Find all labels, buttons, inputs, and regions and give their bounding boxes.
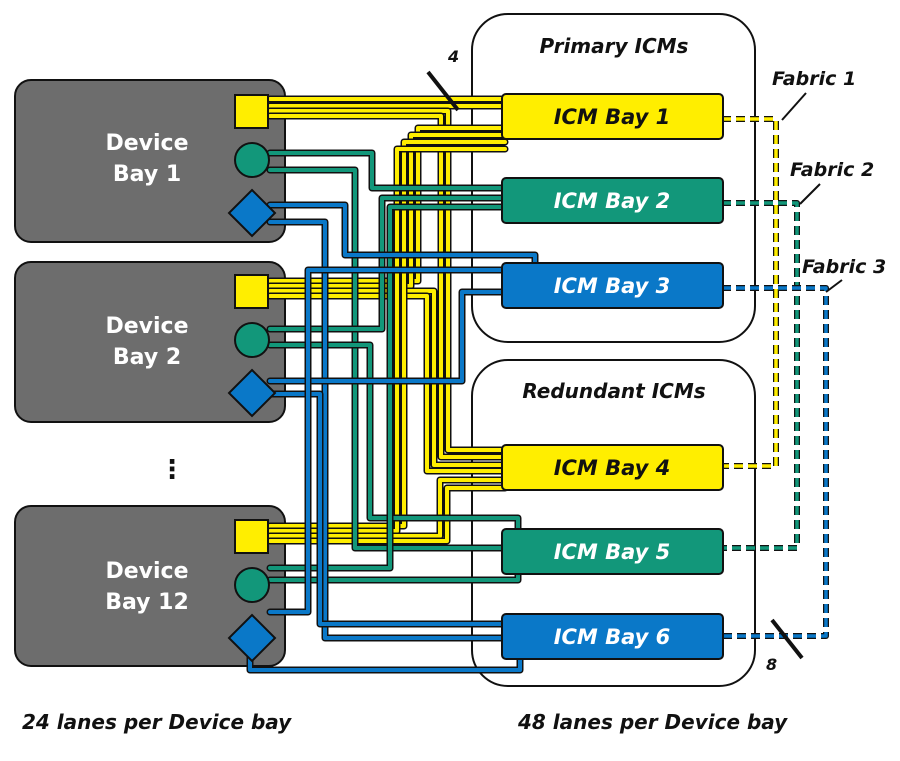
connection-links bbox=[246, 95, 539, 674]
link-bay12-to-icm1-a bbox=[266, 138, 509, 530]
device-bay-12-line1: Device bbox=[105, 559, 188, 584]
link-bay12-to-icm1-b bbox=[266, 145, 509, 535]
icm-bay-1-label: ICM Bay 1 bbox=[554, 105, 671, 129]
fabric-3-cable bbox=[722, 285, 829, 639]
icm-bay-4-label: ICM Bay 4 bbox=[554, 456, 671, 480]
icm-bay-2-box bbox=[501, 177, 724, 224]
port-bay-2-fabric-1 bbox=[234, 274, 269, 309]
device-bay-2-line1: Device bbox=[105, 314, 188, 339]
icm-bay-6: ICM Bay 6 bbox=[501, 613, 724, 660]
device-ports bbox=[227, 94, 277, 663]
link-bay1-to-icm6 bbox=[266, 218, 509, 642]
icm-bay-5-label: ICM Bay 5 bbox=[554, 540, 671, 564]
icm-bay-5: ICM Bay 5 bbox=[501, 528, 724, 575]
link-bay1-to-icm2 bbox=[266, 149, 509, 192]
port-bay-12-fabric-1 bbox=[234, 519, 269, 554]
link-bay12-to-icm3 bbox=[266, 266, 509, 616]
fabric-3-pointer bbox=[825, 279, 843, 293]
redundant-icm-title: Redundant ICMs bbox=[522, 379, 705, 403]
icm-bay-2: ICM Bay 2 bbox=[501, 177, 724, 224]
icm-bay-2-label: ICM Bay 2 bbox=[554, 189, 671, 213]
device-bay-1-line2: Bay 1 bbox=[113, 162, 181, 187]
fabric-2-label: Fabric 2 bbox=[790, 159, 874, 181]
icm-bay-3-label: ICM Bay 3 bbox=[554, 274, 671, 298]
fabric-1-label: Fabric 1 bbox=[772, 68, 856, 90]
icm-bay-4-box bbox=[501, 444, 724, 491]
port-bay-1-fabric-2 bbox=[234, 142, 270, 178]
footer-right-note: 48 lanes per Device bay bbox=[517, 710, 788, 734]
icm-bays: ICM Bay 1 ICM Bay 2 ICM Bay 3 ICM Bay 4 ICM … bbox=[501, 93, 724, 660]
fabric-links bbox=[722, 116, 829, 639]
port-bay-12-fabric-2 bbox=[234, 567, 270, 603]
link-bay1-to-icm4-b bbox=[266, 112, 509, 461]
device-bay-1-box bbox=[14, 79, 286, 243]
fabric-3-label: Fabric 3 bbox=[802, 256, 886, 278]
device-bay-2-line2: Bay 2 bbox=[113, 345, 181, 370]
link-bay2-to-icm6 bbox=[266, 390, 509, 628]
primary-icm-title: Primary ICMs bbox=[540, 34, 689, 58]
link-bay1-to-icm4-a bbox=[266, 107, 509, 454]
port-bay-1-fabric-1 bbox=[234, 94, 269, 129]
lane-count-top-slash bbox=[426, 70, 460, 112]
lane-count-bottom: 8 bbox=[766, 655, 777, 674]
device-bay-1-line1: Device bbox=[105, 131, 188, 156]
icm-bay-1-box bbox=[501, 93, 724, 140]
link-bay1-to-icm5 bbox=[266, 166, 509, 552]
device-bay-12-box bbox=[14, 505, 286, 667]
link-bay12-to-icm2 bbox=[266, 203, 509, 572]
redundant-icm-group bbox=[471, 359, 756, 687]
icm-bay-6-label: ICM Bay 6 bbox=[554, 625, 671, 649]
icm-bay-1: ICM Bay 1 bbox=[501, 93, 724, 140]
port-bay-12-fabric-3 bbox=[227, 613, 277, 663]
icm-bay-5-box bbox=[501, 528, 724, 575]
fabric-2-pointer bbox=[799, 183, 821, 205]
link-bay2-to-icm3 bbox=[266, 288, 509, 385]
link-bay2-to-icm5 bbox=[266, 341, 522, 544]
port-bay-2-fabric-2 bbox=[234, 322, 270, 358]
icm-bay-3-box bbox=[501, 262, 724, 309]
lane-count-bottom-slash bbox=[770, 618, 804, 660]
port-bay-1-fabric-3 bbox=[227, 188, 277, 238]
fabric-1-cable bbox=[722, 116, 779, 469]
port-bay-2-fabric-3 bbox=[227, 368, 277, 418]
lane-count-top: 4 bbox=[447, 47, 459, 66]
icm-bay-4: ICM Bay 4 bbox=[501, 444, 724, 491]
link-bay1-to-icm3 bbox=[266, 201, 539, 274]
icm-bay-6-box bbox=[501, 613, 724, 660]
device-bay-12-line2: Bay 12 bbox=[105, 590, 189, 615]
icm-bay-3: ICM Bay 3 bbox=[501, 262, 724, 309]
fabric-1-pointer bbox=[781, 92, 807, 121]
more-device-bays-ellipsis: ⋮ bbox=[159, 455, 185, 485]
footer-left-note: 24 lanes per Device bay bbox=[22, 710, 292, 734]
